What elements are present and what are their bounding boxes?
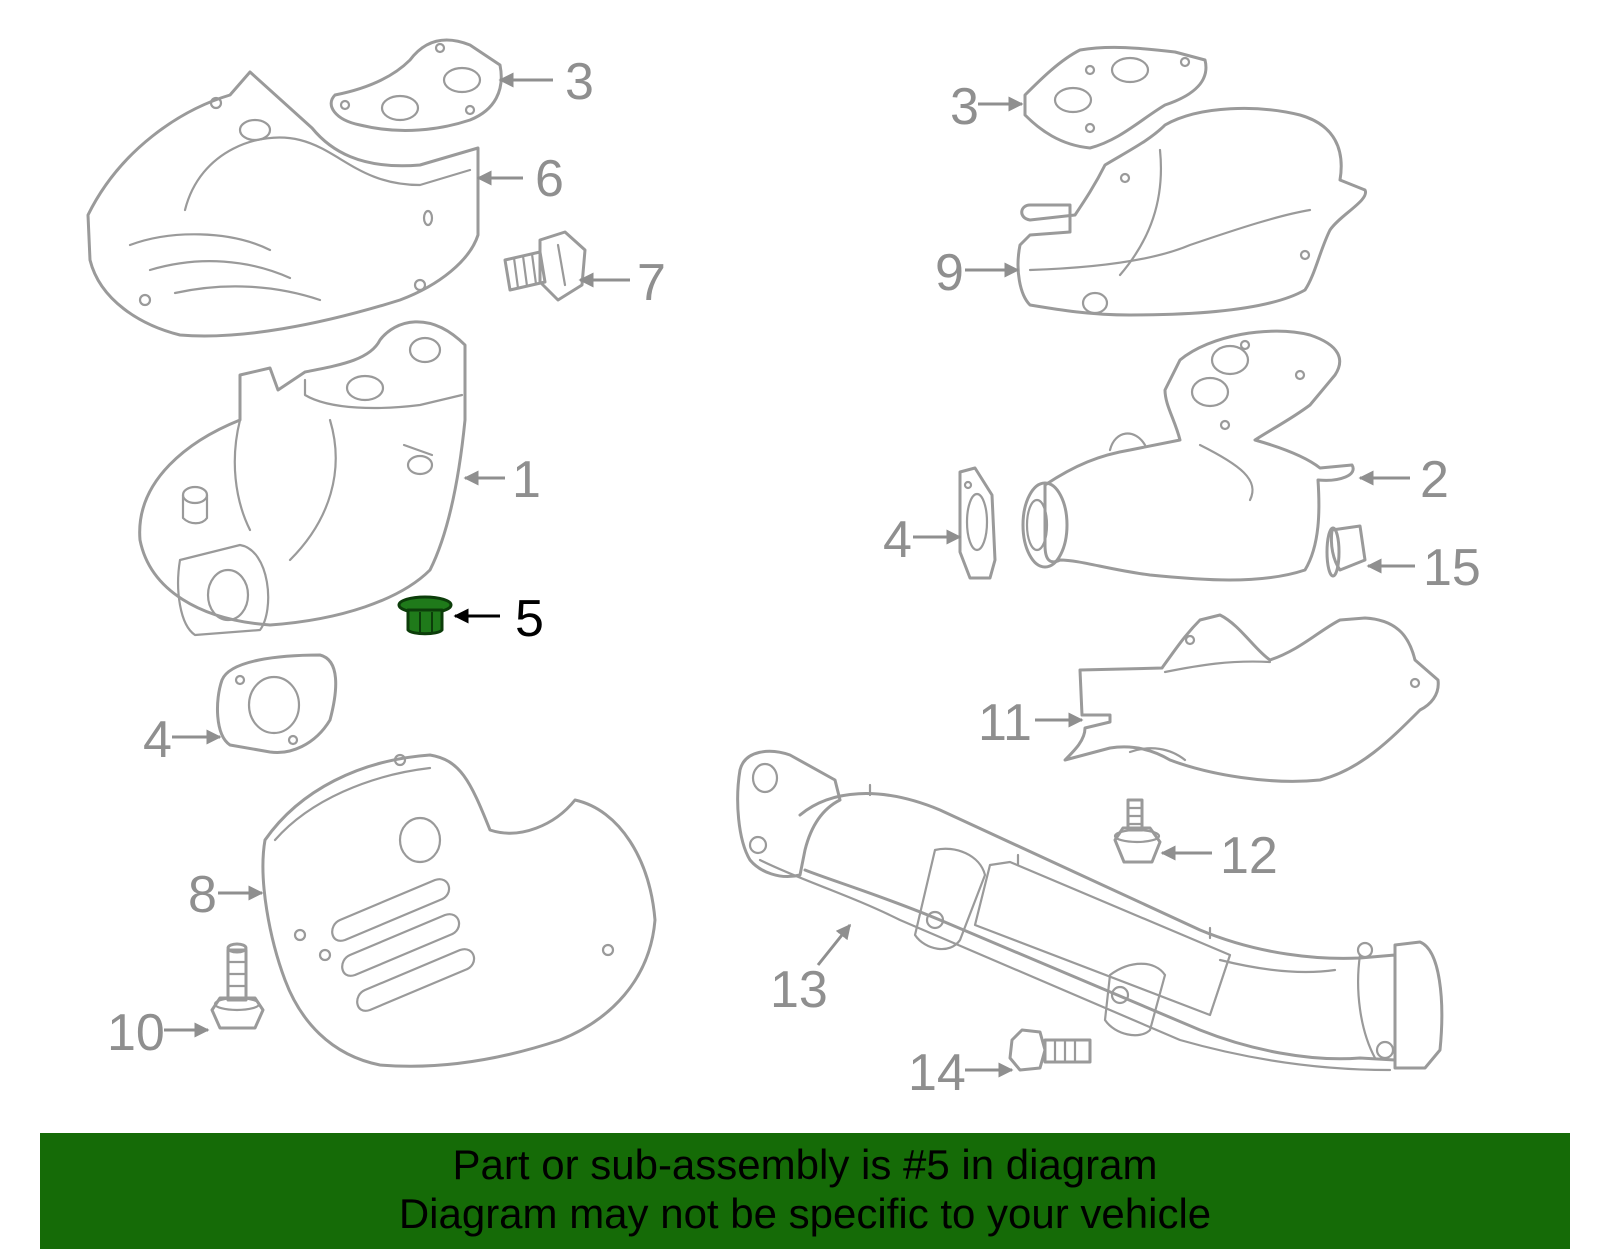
callout-3-left: 3: [565, 53, 594, 111]
part-15-nut[interactable]: [1325, 524, 1367, 578]
callout-8: 8: [188, 866, 217, 924]
banner-line-1: Part or sub-assembly is #5 in diagram: [452, 1141, 1158, 1188]
callout-5: 5: [515, 590, 544, 648]
part-11-heat-shield[interactable]: [1063, 613, 1440, 783]
part-3-gasket-left[interactable]: [329, 38, 503, 132]
callout-15: 15: [1423, 539, 1481, 597]
callout-4-right: 4: [883, 511, 912, 569]
banner-line-2: Diagram may not be specific to your vehi…: [398, 1190, 1212, 1237]
part-8-heat-shield[interactable]: [261, 753, 657, 1068]
part-5-nut-highlighted[interactable]: [397, 595, 453, 636]
part-12-bolt[interactable]: [1113, 798, 1162, 864]
part-10-bolt[interactable]: [210, 942, 265, 1030]
callout-7: 7: [637, 254, 666, 312]
part-14-bolt[interactable]: [1008, 1028, 1092, 1072]
part-4-gasket-left[interactable]: [216, 653, 338, 755]
part-1-exhaust-manifold[interactable]: [138, 320, 467, 637]
callout-12: 12: [1220, 827, 1278, 885]
callout-10: 10: [107, 1004, 165, 1062]
part-4-gasket-right[interactable]: [958, 466, 997, 580]
callout-2: 2: [1420, 451, 1449, 509]
callout-14: 14: [908, 1044, 966, 1102]
callout-13: 13: [770, 961, 828, 1019]
part-3-gasket-right[interactable]: [1023, 45, 1208, 150]
callout-1: 1: [512, 451, 541, 509]
callout-6: 6: [535, 150, 564, 208]
callout-9: 9: [935, 244, 964, 302]
callout-11: 11: [978, 694, 1032, 752]
callout-3-right: 3: [950, 78, 979, 136]
part-6-heat-shield[interactable]: [86, 70, 480, 338]
part-7-bolt[interactable]: [503, 230, 587, 302]
part-13-exhaust-pipe[interactable]: [736, 749, 1444, 1072]
callout-arrows: [164, 72, 1415, 1078]
callout-4-left: 4: [143, 711, 172, 769]
part-9-heat-shield[interactable]: [1016, 106, 1367, 317]
part-2-exhaust-manifold[interactable]: [1021, 329, 1355, 582]
info-banner: Part or sub-assembly is #5 in diagram Di…: [40, 1133, 1570, 1249]
